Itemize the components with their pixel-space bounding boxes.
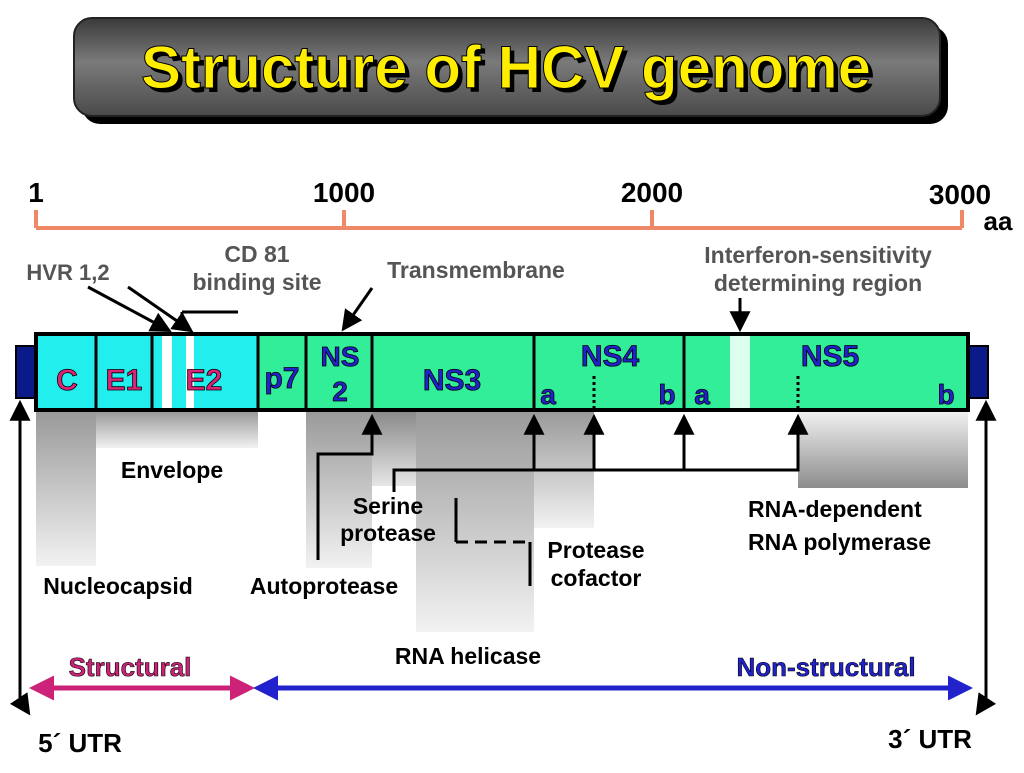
segment-ns3: NS3 <box>423 364 481 397</box>
nucleocapsid-shadow <box>36 412 96 566</box>
segment-ns2-line1: NS <box>321 341 360 372</box>
function-labels: Envelope Nucleocapsid Autoprotease Serin… <box>43 457 931 669</box>
genome-bar: C E1 E2 p7 NS 2 NS3 NS4 a b NS5 a b <box>34 332 970 412</box>
segment-p7: p7 <box>264 362 299 395</box>
structural-label: Structural <box>69 652 192 682</box>
segment-ns4b: b <box>658 379 675 410</box>
amino-acid-scale: 1 1000 2000 3000 aa <box>28 177 1013 236</box>
scale-unit: aa <box>984 206 1013 236</box>
page-title: Structure of HCV genome <box>141 34 871 101</box>
hvr-label: HVR 1,2 <box>26 260 109 285</box>
protease-cofactor-label-line1: Protease <box>547 537 644 563</box>
isdr-label-line2: determining region <box>714 270 922 296</box>
serine-protease-label-line1: Serine <box>353 493 423 519</box>
segment-ns5: NS5 <box>801 340 859 373</box>
utr-annotations: 5´ UTR 3´ UTR <box>9 399 997 758</box>
nucleocapsid-label: Nucleocapsid <box>43 573 193 599</box>
tick-label-1: 1 <box>28 177 44 208</box>
nonstructural-label: Non-structural <box>736 652 915 682</box>
rdrp-label-line2: RNA polymerase <box>748 529 931 555</box>
region-ranges: Structural Non-structural <box>29 652 973 701</box>
utr-3-label: 3´ UTR <box>888 724 972 754</box>
tick-label-1000: 1000 <box>313 177 375 208</box>
serine-protease-label-line2: protease <box>340 520 436 546</box>
tick-label-3000: 3000 <box>929 179 991 210</box>
protease-cofactor-label-line2: cofactor <box>551 565 642 591</box>
isdr-label-line1: Interferon-sensitivity <box>704 242 932 268</box>
utr-5-box <box>15 345 37 399</box>
top-annotations: HVR 1,2 CD 81 binding site Transmembrane… <box>26 241 932 333</box>
cd81-label-line1: CD 81 <box>224 241 289 267</box>
autoprotease-label: Autoprotease <box>250 573 398 599</box>
segment-c: C <box>56 364 78 397</box>
function-connectors <box>316 413 809 586</box>
title-banner: Structure of HCV genome Structure of HCV… <box>73 17 948 124</box>
segment-ns5b: b <box>937 379 954 410</box>
segment-ns5a: a <box>694 379 710 410</box>
rdrp-label-line1: RNA-dependent <box>748 496 922 522</box>
segment-ns2-line2: 2 <box>332 376 348 407</box>
ns3-shadow-main <box>416 412 534 632</box>
tick-label-2000: 2000 <box>621 177 683 208</box>
envelope-shadow <box>96 412 258 448</box>
segment-ns4: NS4 <box>581 340 640 373</box>
segment-e2: E2 <box>186 364 223 397</box>
utr-3-box <box>967 345 989 399</box>
title-shadow: Structure of HCV genome <box>145 38 875 105</box>
rna-helicase-label: RNA helicase <box>395 643 541 669</box>
segment-e1: E1 <box>106 364 143 397</box>
function-shadows <box>36 412 968 632</box>
cd81-label-line2: binding site <box>192 269 321 295</box>
ns5b-shadow <box>798 412 968 488</box>
transmembrane-label: Transmembrane <box>387 257 565 283</box>
segment-ns4a: a <box>540 379 556 410</box>
utr-5-label: 5´ UTR <box>38 728 122 758</box>
envelope-label: Envelope <box>121 457 223 483</box>
